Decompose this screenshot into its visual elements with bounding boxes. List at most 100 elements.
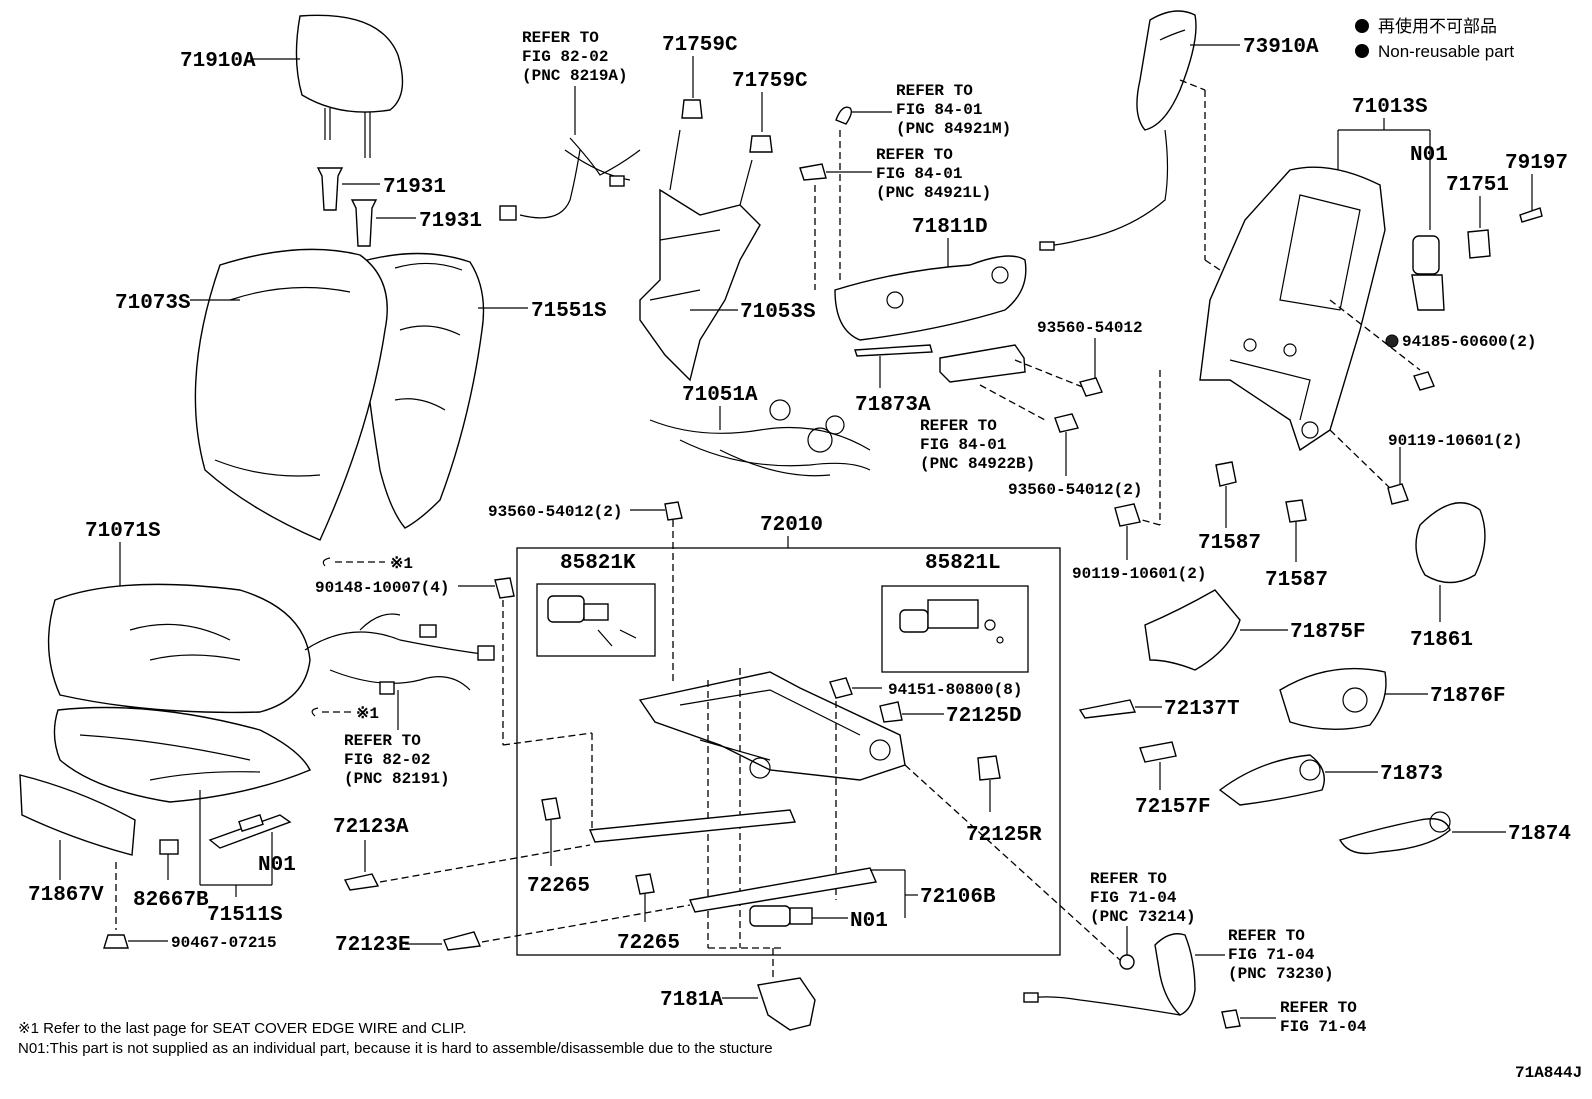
- label-71071S: 71071S: [85, 520, 161, 543]
- cap-71587-a-part[interactable]: [1215, 461, 1237, 487]
- clip-84921L-part[interactable]: [799, 163, 827, 181]
- bracket-71874-part[interactable]: [1338, 811, 1451, 855]
- label-73910A: 73910A: [1243, 36, 1319, 59]
- refer-8219A: REFER TO FIG 82-02 (PNC 8219A): [522, 29, 628, 85]
- nut-7104-part[interactable]: [1221, 1009, 1241, 1029]
- svg-text:REFER TO: REFER TO: [1090, 870, 1167, 888]
- seat-cushion-pad-part[interactable]: [53, 706, 311, 803]
- nut-71759C-b-part[interactable]: [749, 135, 773, 153]
- clip-72125R-part[interactable]: [977, 755, 1001, 781]
- side-airbag-part[interactable]: [1039, 10, 1197, 251]
- recliner-motor-part[interactable]: [1411, 235, 1445, 311]
- cover-71751-part[interactable]: [1467, 229, 1491, 259]
- label-71931-a: 71931: [383, 176, 446, 199]
- motor-85821L-part[interactable]: [899, 599, 1004, 644]
- recliner-cover-part[interactable]: [1415, 502, 1486, 584]
- seatback-frame-part[interactable]: [1199, 166, 1386, 452]
- front-trim-part[interactable]: [19, 774, 136, 856]
- bolt-93560-c-part[interactable]: [664, 501, 683, 521]
- motor-85821K-part[interactable]: [547, 595, 637, 647]
- nut-94185-part[interactable]: [1413, 371, 1435, 391]
- headrest-support-part[interactable]: [316, 167, 378, 247]
- shield-71875F-part[interactable]: [1144, 589, 1241, 671]
- refer-84921M: REFER TO FIG 84-01 (PNC 84921M): [896, 82, 1011, 138]
- clip-84921M-part[interactable]: [835, 106, 853, 125]
- cover-72137T-part[interactable]: [1078, 699, 1137, 719]
- label-93560-c: 93560-54012(2): [488, 503, 622, 521]
- label-71874: 71874: [1508, 823, 1571, 846]
- clip-72265-b-part[interactable]: [635, 873, 655, 895]
- bolt-93560-a-part[interactable]: [1079, 377, 1103, 397]
- label-72157F: 72157F: [1135, 796, 1211, 819]
- label-71811D: 71811D: [912, 216, 988, 239]
- seatback-pad-part[interactable]: [359, 252, 485, 529]
- label-72123A: 72123A: [333, 816, 409, 839]
- nut-71759C-part[interactable]: [681, 99, 703, 119]
- headrest-part[interactable]: [295, 14, 404, 158]
- svg-text:(PNC 84922B): (PNC 84922B): [920, 455, 1035, 473]
- wire-harness-71051A-part[interactable]: [649, 399, 871, 477]
- non-reusable-marker-icon: [1355, 44, 1369, 58]
- label-7181A: 7181A: [660, 989, 723, 1012]
- svg-text:(PNC 73230): (PNC 73230): [1228, 965, 1334, 983]
- seat-cushion-cover-part[interactable]: [47, 583, 311, 714]
- clip-72125D-part[interactable]: [879, 701, 903, 723]
- wire-harness-82191-part[interactable]: [304, 613, 495, 695]
- adjuster-group-box: [516, 547, 1061, 956]
- seat-rail-outer-part[interactable]: [689, 867, 877, 913]
- label-90119-b: 90119-10601(2): [1072, 565, 1206, 583]
- bolt-90119-b-part[interactable]: [1114, 503, 1141, 527]
- shield-71876F-part[interactable]: [1279, 667, 1387, 731]
- legend-en: Non-reusable part: [1378, 42, 1514, 61]
- bolt-93560-b-part[interactable]: [1054, 413, 1079, 433]
- svg-text:REFER TO: REFER TO: [1228, 927, 1305, 945]
- seat-frame-part[interactable]: [638, 671, 906, 781]
- cover-72157F-part[interactable]: [1139, 741, 1177, 763]
- label-71931-b: 71931: [419, 210, 482, 233]
- legend-jp: 再使用不可部品: [1378, 16, 1497, 36]
- refer-73230: REFER TO FIG 71-04 (PNC 73230): [1228, 927, 1334, 983]
- svg-text:FIG 84-01: FIG 84-01: [876, 165, 962, 183]
- label-94151: 94151-80800(8): [888, 681, 1022, 699]
- cap-71587-b-part[interactable]: [1285, 499, 1307, 523]
- refer-82191: REFER TO FIG 82-02 (PNC 82191): [344, 732, 450, 788]
- label-79197: 79197: [1505, 152, 1568, 175]
- refer-7104: REFER TO FIG 71-04: [1280, 999, 1367, 1036]
- label-94185: 94185-60600(2): [1402, 333, 1536, 351]
- bolt-90148-part[interactable]: [494, 577, 515, 599]
- bracket-7181A-part[interactable]: [757, 977, 816, 1031]
- washer-73214-part[interactable]: [1119, 954, 1135, 970]
- seatbelt-buckle-part[interactable]: [1023, 933, 1196, 1016]
- clip-x1-b-icon: [311, 707, 319, 717]
- clip-82667B-part[interactable]: [159, 839, 179, 855]
- clip-x1-a-icon: [322, 557, 331, 567]
- bolt-90119-a-part[interactable]: [1387, 483, 1409, 505]
- bracket-71873A-part[interactable]: [854, 344, 933, 357]
- back-frame-bracket-part[interactable]: [639, 129, 761, 382]
- slide-motor-part[interactable]: [749, 905, 813, 927]
- label-93560-b: 93560-54012(2): [1008, 481, 1142, 499]
- svg-text:REFER TO: REFER TO: [896, 82, 973, 100]
- label-90119-a: 90119-10601(2): [1388, 432, 1522, 450]
- cover-72123A-part[interactable]: [343, 873, 380, 891]
- wire-harness-8219A-part[interactable]: [499, 137, 641, 221]
- seatback-cover-part[interactable]: [194, 248, 388, 541]
- label-71759C-a: 71759C: [662, 34, 738, 57]
- label-71013S: 71013S: [1352, 96, 1428, 119]
- label-72106B: 72106B: [920, 886, 996, 909]
- label-71587-b: 71587: [1265, 569, 1328, 592]
- cover-72123E-part[interactable]: [443, 931, 482, 951]
- clip-72265-a-part[interactable]: [541, 797, 561, 821]
- clip-90467-part[interactable]: [103, 934, 129, 949]
- label-72125R: 72125R: [966, 824, 1042, 847]
- seat-rail-inner-part[interactable]: [588, 809, 797, 843]
- pin-79197-part[interactable]: [1519, 207, 1543, 223]
- svg-text:REFER TO: REFER TO: [1280, 999, 1357, 1017]
- label-x1-b: ※1: [356, 705, 379, 723]
- svg-text:(PNC 82191): (PNC 82191): [344, 770, 450, 788]
- side-shield-part[interactable]: [834, 255, 1027, 341]
- shield-71873-part[interactable]: [1218, 754, 1325, 806]
- switch-84922B-part[interactable]: [939, 344, 1026, 383]
- seat-heater-part[interactable]: [208, 813, 292, 849]
- nut-94151-part[interactable]: [829, 677, 853, 699]
